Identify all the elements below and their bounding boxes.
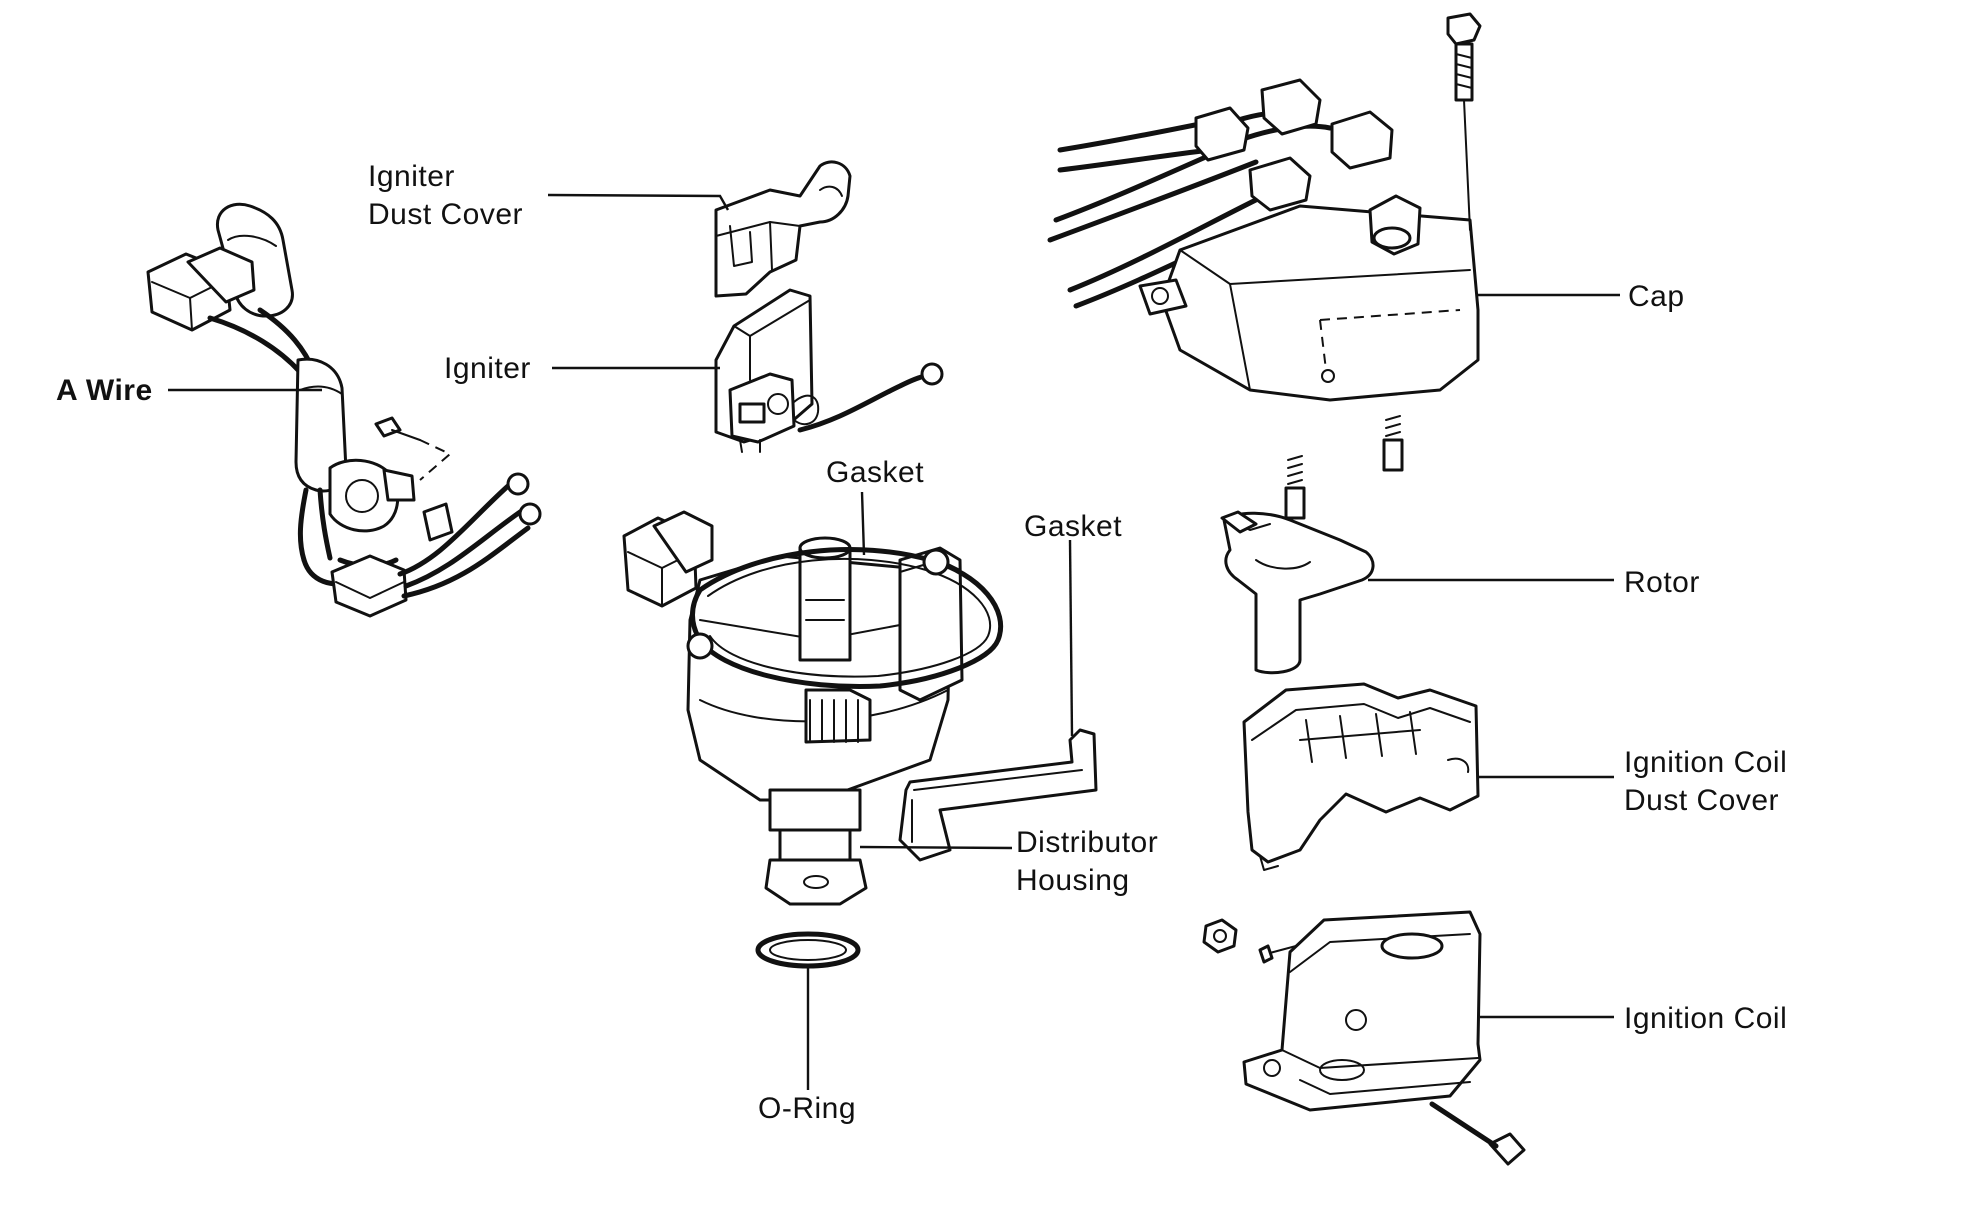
a-wire-part (146, 202, 542, 618)
igniter-part (714, 288, 944, 453)
label-cap: Cap (1628, 280, 1685, 313)
leader-gasket-lower (1068, 539, 1074, 737)
gasket-lower-part (898, 728, 1098, 862)
label-ignition-coil: Ignition Coil (1624, 1002, 1787, 1035)
label-o-ring: O-Ring (758, 1092, 856, 1125)
label-distributor-housing-line1: Distributor (1016, 826, 1158, 859)
o-ring-part (755, 931, 861, 969)
igniter-dust-cover-part (714, 160, 852, 298)
label-a-wire: A Wire (56, 374, 153, 407)
leader-gasket-upper (860, 491, 866, 556)
rotor-part (1220, 510, 1375, 675)
label-igniter-dust-cover-line2: Dust Cover (368, 198, 523, 231)
leader-lines (168, 193, 1620, 1090)
distributor-housing-part (622, 510, 1004, 906)
label-distributor-housing-line2: Housing (1016, 864, 1130, 897)
leader-distributor-housing (859, 845, 1013, 850)
label-gasket-lower: Gasket (1024, 510, 1122, 543)
labels: Igniter Dust Cover Igniter A Wire Gasket… (56, 160, 1787, 1125)
cap-part (1047, 12, 1482, 402)
label-igniter-dust-cover-line1: Igniter (368, 160, 455, 193)
leader-igniter-dust-cover (547, 193, 730, 211)
carbon-springs (1284, 415, 1404, 520)
ignition-coil-part (1202, 910, 1526, 1166)
label-ignition-coil-dust-cover-line1: Ignition Coil (1624, 746, 1787, 779)
ignition-coil-dust-cover-part (1242, 682, 1480, 871)
label-ignition-coil-dust-cover-line2: Dust Cover (1624, 784, 1779, 817)
label-gasket-upper: Gasket (826, 456, 924, 489)
label-igniter: Igniter (444, 352, 531, 385)
label-rotor: Rotor (1624, 566, 1700, 599)
